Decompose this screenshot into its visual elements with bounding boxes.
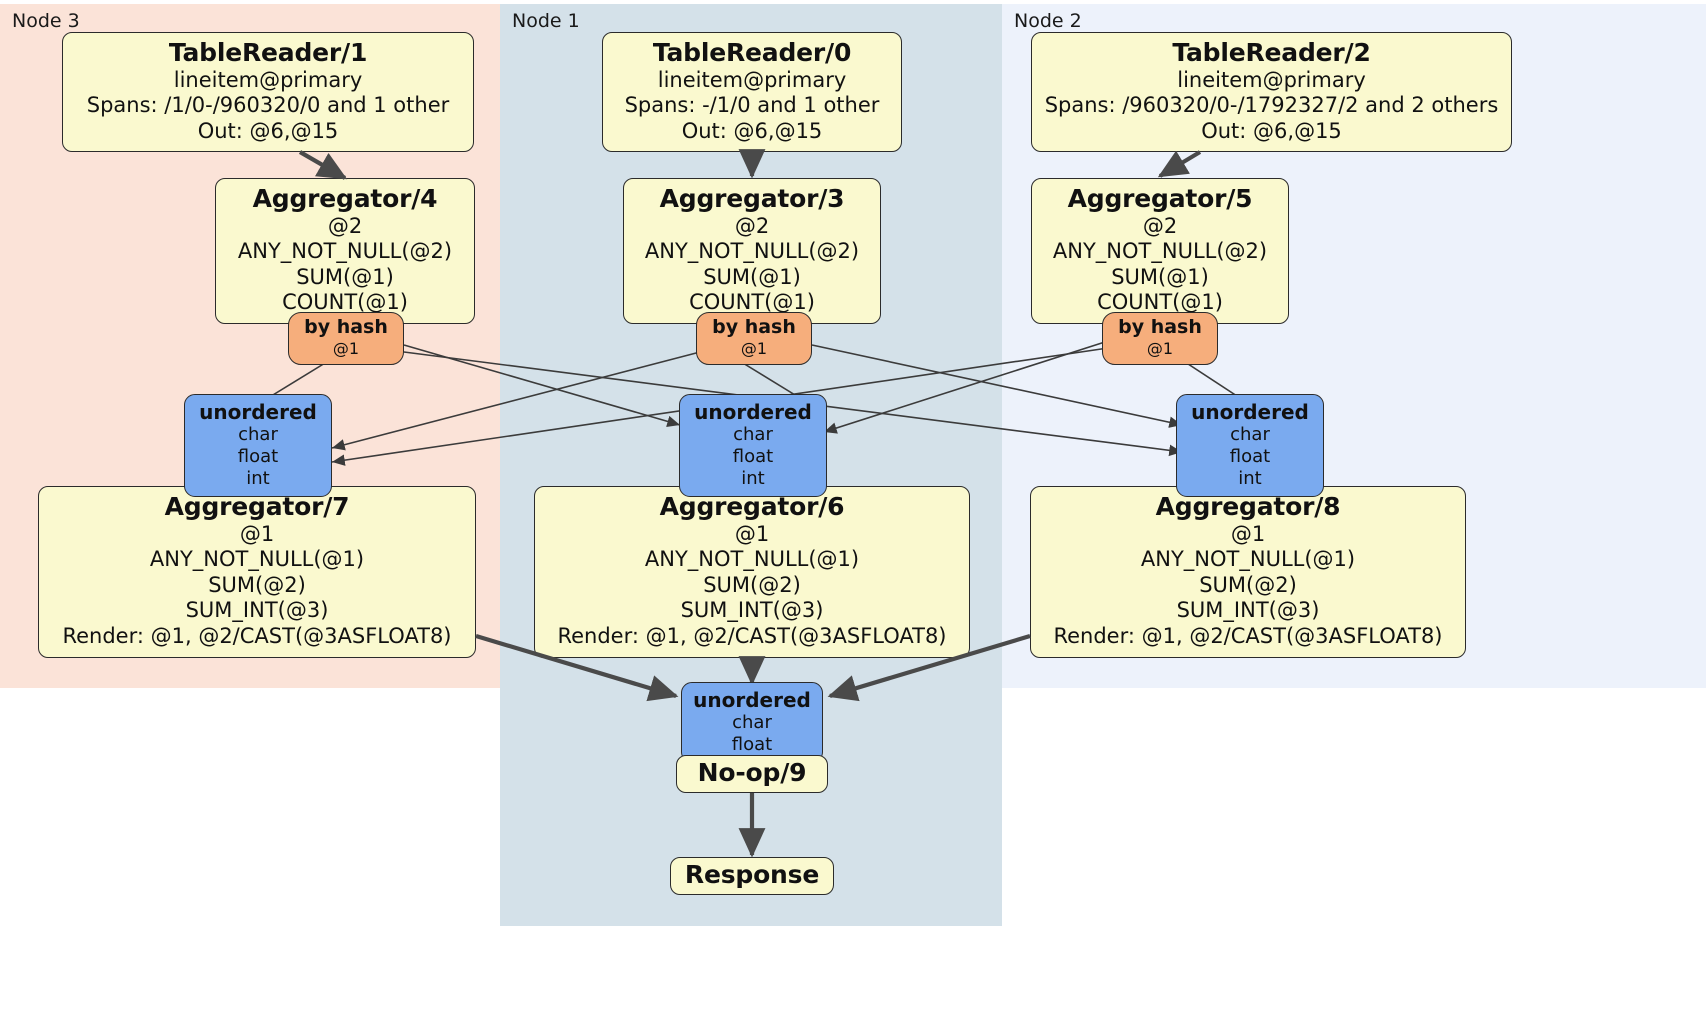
processor-title: Response <box>684 860 820 889</box>
processor-aggregator-7[interactable]: Aggregator/7 @1 ANY_NOT_NULL(@1) SUM(@2)… <box>38 486 476 658</box>
processor-line: SUM(@1) <box>296 264 394 289</box>
processor-line: @2 <box>734 213 770 238</box>
processor-aggregator-6[interactable]: Aggregator/6 @1 ANY_NOT_NULL(@1) SUM(@2)… <box>534 486 970 658</box>
processor-line: SUM_INT(@3) <box>1176 598 1320 623</box>
synchronizer-unordered-final[interactable]: unordered char float <box>681 682 823 764</box>
synchronizer-title: unordered <box>693 688 811 712</box>
synchronizer-title: unordered <box>199 400 317 424</box>
processor-line: @2 <box>1142 213 1178 238</box>
processor-title: No-op/9 <box>697 758 807 787</box>
synchronizer-title: unordered <box>694 400 812 424</box>
processor-line: Render: @1, @2/CAST(@3ASFLOAT8) <box>1053 623 1443 648</box>
processor-line: Render: @1, @2/CAST(@3ASFLOAT8) <box>62 623 452 648</box>
synchronizer-title: unordered <box>1191 400 1309 424</box>
processor-line: SUM(@2) <box>208 572 306 597</box>
processor-aggregator-4[interactable]: Aggregator/4 @2 ANY_NOT_NULL(@2) SUM(@1)… <box>215 178 475 324</box>
synchronizer-line: int <box>741 468 765 490</box>
processor-aggregator-5[interactable]: Aggregator/5 @2 ANY_NOT_NULL(@2) SUM(@1)… <box>1031 178 1289 324</box>
synchronizer-line: char <box>732 712 772 734</box>
processor-title: Aggregator/3 <box>659 184 845 213</box>
processor-line: Spans: /960320/0-/1792327/2 and 2 others <box>1044 93 1499 118</box>
processor-line: lineitem@primary <box>1177 67 1366 92</box>
processor-line: ANY_NOT_NULL(@2) <box>1052 239 1268 264</box>
processor-noop-9[interactable]: No-op/9 <box>676 755 828 793</box>
synchronizer-unordered-aggregator-7[interactable]: unordered char float int <box>184 394 332 498</box>
processor-line: Out: @6,@15 <box>1201 118 1342 143</box>
synchronizer-line: float <box>732 446 774 468</box>
synchronizer-line: int <box>1238 468 1262 490</box>
processor-line: Spans: -/1/0 and 1 other <box>624 93 880 118</box>
router-title: by hash <box>712 316 796 338</box>
processor-line: SUM(@1) <box>703 264 801 289</box>
processor-tablereader-2[interactable]: TableReader/2 lineitem@primary Spans: /9… <box>1031 32 1512 153</box>
processor-tablereader-0[interactable]: TableReader/0 lineitem@primary Spans: -/… <box>602 32 902 153</box>
node-panel-label-node2: Node 2 <box>1014 10 1082 32</box>
processor-line: COUNT(@1) <box>282 290 408 315</box>
synchronizer-line: float <box>237 446 279 468</box>
router-by-hash-aggregator-4[interactable]: by hash @1 <box>288 312 404 365</box>
processor-line: @1 <box>239 521 275 546</box>
router-by-hash-aggregator-5[interactable]: by hash @1 <box>1102 312 1218 365</box>
node-panel-label-node3: Node 3 <box>12 10 80 32</box>
router-by-hash-aggregator-3[interactable]: by hash @1 <box>696 312 812 365</box>
router-line: @1 <box>740 339 768 359</box>
processor-aggregator-8[interactable]: Aggregator/8 @1 ANY_NOT_NULL(@1) SUM(@2)… <box>1030 486 1466 658</box>
processor-line: SUM(@1) <box>1111 264 1209 289</box>
synchronizer-unordered-aggregator-6[interactable]: unordered char float int <box>679 394 827 498</box>
router-line: @1 <box>332 339 360 359</box>
processor-title: TableReader/2 <box>1172 38 1371 67</box>
synchronizer-line: float <box>731 734 773 756</box>
processor-line: @1 <box>1230 521 1266 546</box>
processor-line: lineitem@primary <box>173 67 363 92</box>
synchronizer-line: int <box>246 468 270 490</box>
router-title: by hash <box>1118 316 1202 338</box>
processor-line: SUM_INT(@3) <box>680 598 824 623</box>
synchronizer-line: char <box>238 424 278 446</box>
node-panel-label-node1: Node 1 <box>512 10 580 32</box>
processor-line: Out: @6,@15 <box>197 118 339 143</box>
processor-title: TableReader/0 <box>652 38 852 67</box>
processor-line: Out: @6,@15 <box>681 118 823 143</box>
processor-line: @1 <box>734 521 770 546</box>
processor-line: Spans: /1/0-/960320/0 and 1 other <box>86 93 450 118</box>
processor-line: ANY_NOT_NULL(@1) <box>644 547 860 572</box>
router-title: by hash <box>304 316 388 338</box>
processor-line: ANY_NOT_NULL(@1) <box>149 547 365 572</box>
router-line: @1 <box>1146 339 1174 359</box>
processor-line: @2 <box>327 213 363 238</box>
processor-line: SUM(@2) <box>703 572 801 597</box>
processor-line: COUNT(@1) <box>689 290 815 315</box>
synchronizer-line: float <box>1229 446 1271 468</box>
processor-line: SUM_INT(@3) <box>185 598 329 623</box>
processor-response[interactable]: Response <box>670 857 834 895</box>
processor-line: ANY_NOT_NULL(@2) <box>237 239 453 264</box>
synchronizer-unordered-aggregator-8[interactable]: unordered char float int <box>1176 394 1324 498</box>
processor-line: lineitem@primary <box>657 67 847 92</box>
synchronizer-line: char <box>733 424 773 446</box>
processor-title: TableReader/1 <box>168 38 368 67</box>
processor-aggregator-3[interactable]: Aggregator/3 @2 ANY_NOT_NULL(@2) SUM(@1)… <box>623 178 881 324</box>
processor-line: Render: @1, @2/CAST(@3ASFLOAT8) <box>557 623 947 648</box>
processor-tablereader-1[interactable]: TableReader/1 lineitem@primary Spans: /1… <box>62 32 474 153</box>
processor-line: ANY_NOT_NULL(@1) <box>1140 547 1356 572</box>
processor-line: COUNT(@1) <box>1097 290 1223 315</box>
processor-line: SUM(@2) <box>1199 572 1297 597</box>
synchronizer-line: char <box>1230 424 1270 446</box>
processor-title: Aggregator/5 <box>1067 184 1253 213</box>
processor-line: ANY_NOT_NULL(@2) <box>644 239 860 264</box>
processor-title: Aggregator/4 <box>252 184 438 213</box>
